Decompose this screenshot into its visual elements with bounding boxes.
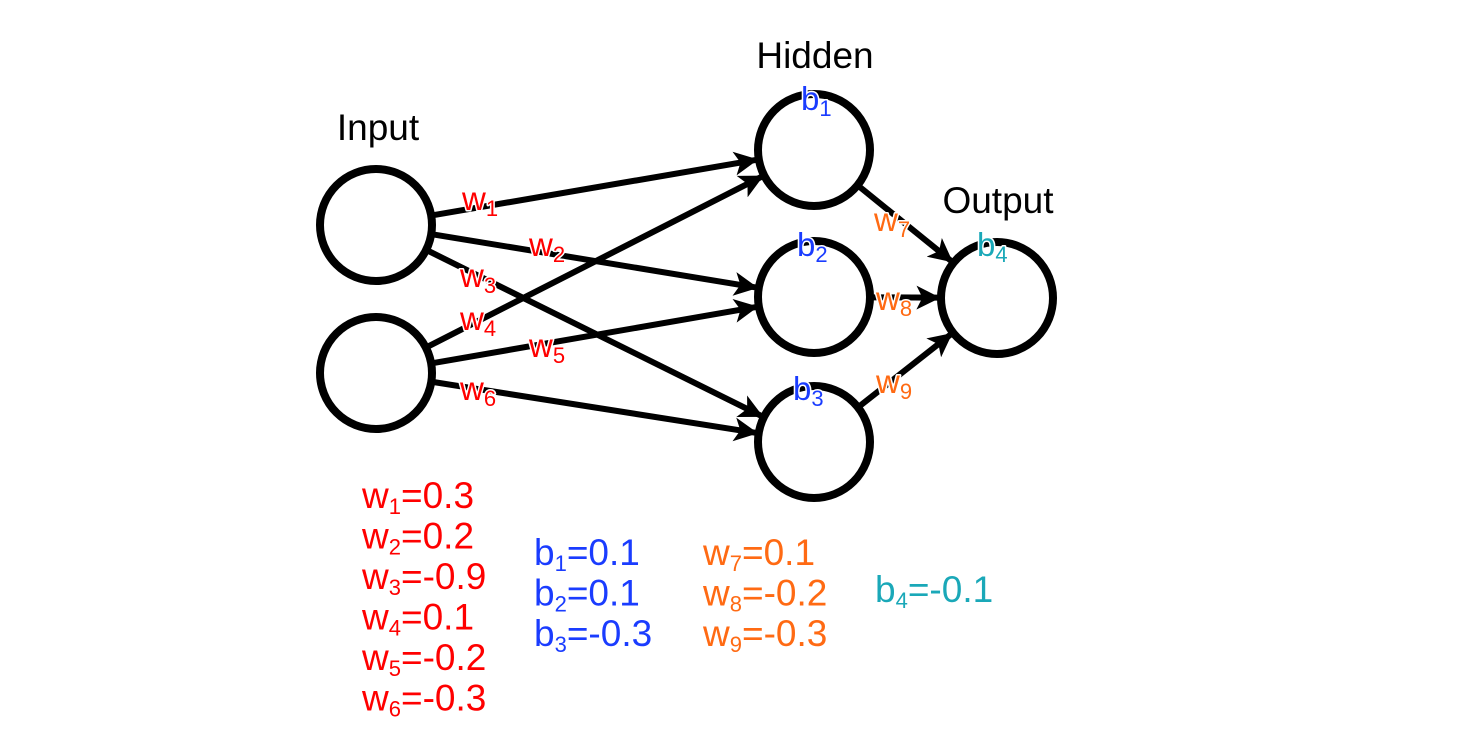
legend-entry: b2=0.1 <box>534 573 640 617</box>
parameter-legend: w1=0.3w2=0.2w3=-0.9w4=0.1w5=-0.2w6=-0.3 b… <box>361 475 993 722</box>
legend-entry: b3=-0.3 <box>534 613 652 657</box>
bias-label-b3: b3 <box>793 370 824 411</box>
edge-x2-h2 <box>432 298 759 367</box>
input-layer-title: Input <box>337 107 420 148</box>
legend-output-weights: w7=0.1w8=-0.2w9=-0.3 <box>702 532 827 657</box>
hidden-layer-title: Hidden <box>756 35 873 76</box>
legend-entry: w2=0.2 <box>361 516 474 560</box>
output-node-o1 <box>937 238 1057 358</box>
legend-entry: w5=-0.2 <box>361 637 486 681</box>
input-node-x1 <box>316 165 436 285</box>
layer-titles: Input Hidden Output <box>337 35 1054 221</box>
input-node-x2 <box>316 313 436 433</box>
bias-label-b2: b2 <box>797 226 828 267</box>
legend-entry: w1=0.3 <box>361 475 474 519</box>
edge-label-w1: w1 <box>461 180 498 221</box>
legend-entry: b1=0.1 <box>534 532 640 576</box>
output-layer-title: Output <box>942 180 1054 221</box>
legend-entry: w6=-0.3 <box>361 678 486 722</box>
edge-label-w8: w8 <box>875 280 912 321</box>
edge-label-w6: w6 <box>459 370 496 411</box>
legend-entry: w7=0.1 <box>702 532 815 576</box>
edge-x2-h1 <box>426 174 764 350</box>
bias-label-b1: b1 <box>801 80 832 121</box>
hidden-node-h2 <box>754 237 874 357</box>
bias-labels: b1 b2 b3 b4 <box>792 79 1010 413</box>
edge-label-w7: w7 <box>873 201 910 242</box>
legend-entry: w4=0.1 <box>361 597 474 641</box>
legend-input-weights: w1=0.3w2=0.2w3=-0.9w4=0.1w5=-0.2w6=-0.3 <box>361 475 486 722</box>
edges <box>426 151 954 442</box>
nodes <box>316 90 1057 502</box>
edge-label-w2: w2 <box>528 226 565 267</box>
edge-h1-o1 <box>857 184 954 264</box>
edge-label-w4: w4 <box>459 300 496 341</box>
legend-entry: w9=-0.3 <box>702 613 827 657</box>
edge-label-w5: w5 <box>528 327 565 368</box>
edge-x2-h3 <box>432 379 759 442</box>
bias-label-b4: b4 <box>977 226 1008 267</box>
legend-entry: b4=-0.1 <box>875 569 993 613</box>
hidden-node-h1 <box>754 90 874 210</box>
legend-output-bias: b4=-0.1 <box>875 569 993 613</box>
hidden-node-h3 <box>754 382 874 502</box>
edge-label-w3: w3 <box>459 257 496 298</box>
legend-entry: w3=-0.9 <box>361 556 486 600</box>
edge-label-w9: w9 <box>875 363 912 404</box>
edge-h3-o1 <box>857 332 953 409</box>
edge-x1-h1 <box>432 151 759 219</box>
legend-entry: w8=-0.2 <box>702 573 827 617</box>
legend-hidden-biases: b1=0.1b2=0.1b3=-0.3 <box>534 532 652 657</box>
